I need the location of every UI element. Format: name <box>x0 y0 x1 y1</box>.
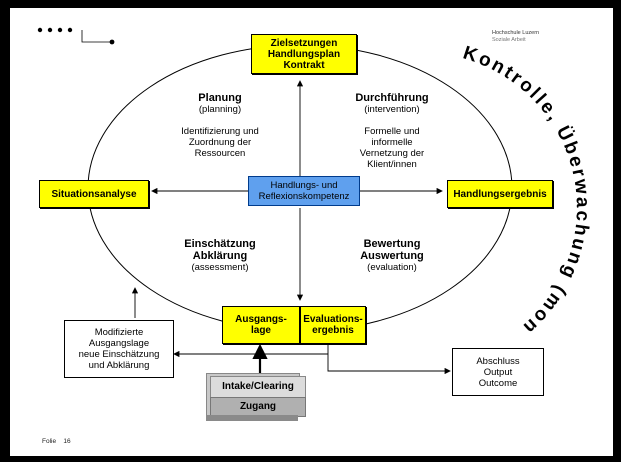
intervention-title: Durchführung <box>355 92 429 104</box>
planning-title: Planung <box>198 92 242 104</box>
intervention-desc-1: Formelle und <box>364 126 420 137</box>
intake-clearing-label: Intake/Clearing <box>210 376 306 398</box>
planning-en: (planning) <box>198 104 242 115</box>
institution-name: Hochschule Luzern <box>492 30 540 36</box>
box-top-line-3: Kontrakt <box>283 59 325 71</box>
initial-situation-box: Ausgangs- lage <box>222 306 300 344</box>
assessment-title-2: Abklärung <box>192 250 248 262</box>
access-label: Zugang <box>210 397 306 417</box>
modified-situation-box: Modifizierte Ausgangslage neue Einschätz… <box>64 320 174 378</box>
initial-situation-line-2: lage <box>250 325 271 336</box>
planning-desc-3: Ressourcen <box>194 148 246 159</box>
planning-desc-1: Identifizierung und <box>181 126 259 137</box>
abschluss-line-1: Abschluss <box>476 355 520 367</box>
initial-situation-line-1: Ausgangs- <box>235 314 287 325</box>
assessment-title-1: Einschätzung <box>184 238 256 250</box>
evaluation-title-1: Bewertung <box>363 238 421 250</box>
department-name: Soziale Arbeit <box>492 37 526 43</box>
evaluation-result-line-1: Evaluations- <box>303 314 363 325</box>
intervention-desc-2: informelle <box>371 137 413 148</box>
arrow-to-abschluss <box>327 354 451 375</box>
center-line-2: Reflexionskompetenz <box>258 191 350 202</box>
box-top-line-1: Zielsetzungen <box>270 37 338 49</box>
bullet-dots-decoration <box>37 27 115 45</box>
situation-analysis-label: Situationsanalyse <box>51 188 137 200</box>
assessment-en: (assessment) <box>191 262 249 273</box>
situation-analysis-box: Situationsanalyse <box>39 180 149 208</box>
slide-page: Hochschule Luzern Soziale Arbeit <box>10 8 613 456</box>
modified-line-2: Ausgangslage <box>88 338 150 349</box>
intervention-en: (intervention) <box>364 104 420 115</box>
action-result-box: Handlungsergebnis <box>447 180 553 208</box>
abschluss-line-3: Outcome <box>478 377 518 389</box>
planning-quadrant: Planung (planning) Identifizierung und Z… <box>160 92 280 159</box>
evaluation-en: (evaluation) <box>367 262 417 273</box>
completion-output-box: Abschluss Output Outcome <box>452 348 544 396</box>
box-top-line-2: Handlungsplan <box>267 48 341 60</box>
intervention-desc-4: Klient/innen <box>367 159 417 170</box>
modified-line-1: Modifizierte <box>94 327 144 338</box>
assessment-quadrant: Einschätzung Abklärung (assessment) <box>160 238 280 273</box>
intervention-desc-3: Vernetzung der <box>359 148 425 159</box>
center-line-1: Handlungs- und <box>270 180 338 191</box>
planning-desc-2: Zuordnung der <box>188 137 252 148</box>
evaluation-result-box: Evaluations- ergebnis <box>300 306 366 344</box>
abschluss-line-2: Output <box>483 366 513 378</box>
evaluation-quadrant: Bewertung Auswertung (evaluation) <box>332 238 452 273</box>
goals-plan-contract-box: Zielsetzungen Handlungsplan Kontrakt <box>251 34 357 74</box>
institution-header: Hochschule Luzern Soziale Arbeit <box>492 30 539 44</box>
intervention-quadrant: Durchführung (intervention) Formelle und… <box>332 92 452 170</box>
competence-center-box: Handlungs- und Reflexionskompetenz <box>248 176 360 206</box>
intake-access-block: Intake/Clearing Zugang <box>206 373 306 421</box>
folie-label: Folie <box>42 438 57 445</box>
modified-line-3: neue Einschätzung <box>78 349 160 360</box>
modified-line-4: und Abklärung <box>88 360 150 371</box>
evaluation-title-2: Auswertung <box>360 250 424 262</box>
slide-footer: Folie 16 <box>42 438 71 445</box>
evaluation-result-line-2: ergebnis <box>312 325 354 336</box>
action-result-label: Handlungsergebnis <box>453 188 547 200</box>
slide-number: 16 <box>63 438 71 445</box>
